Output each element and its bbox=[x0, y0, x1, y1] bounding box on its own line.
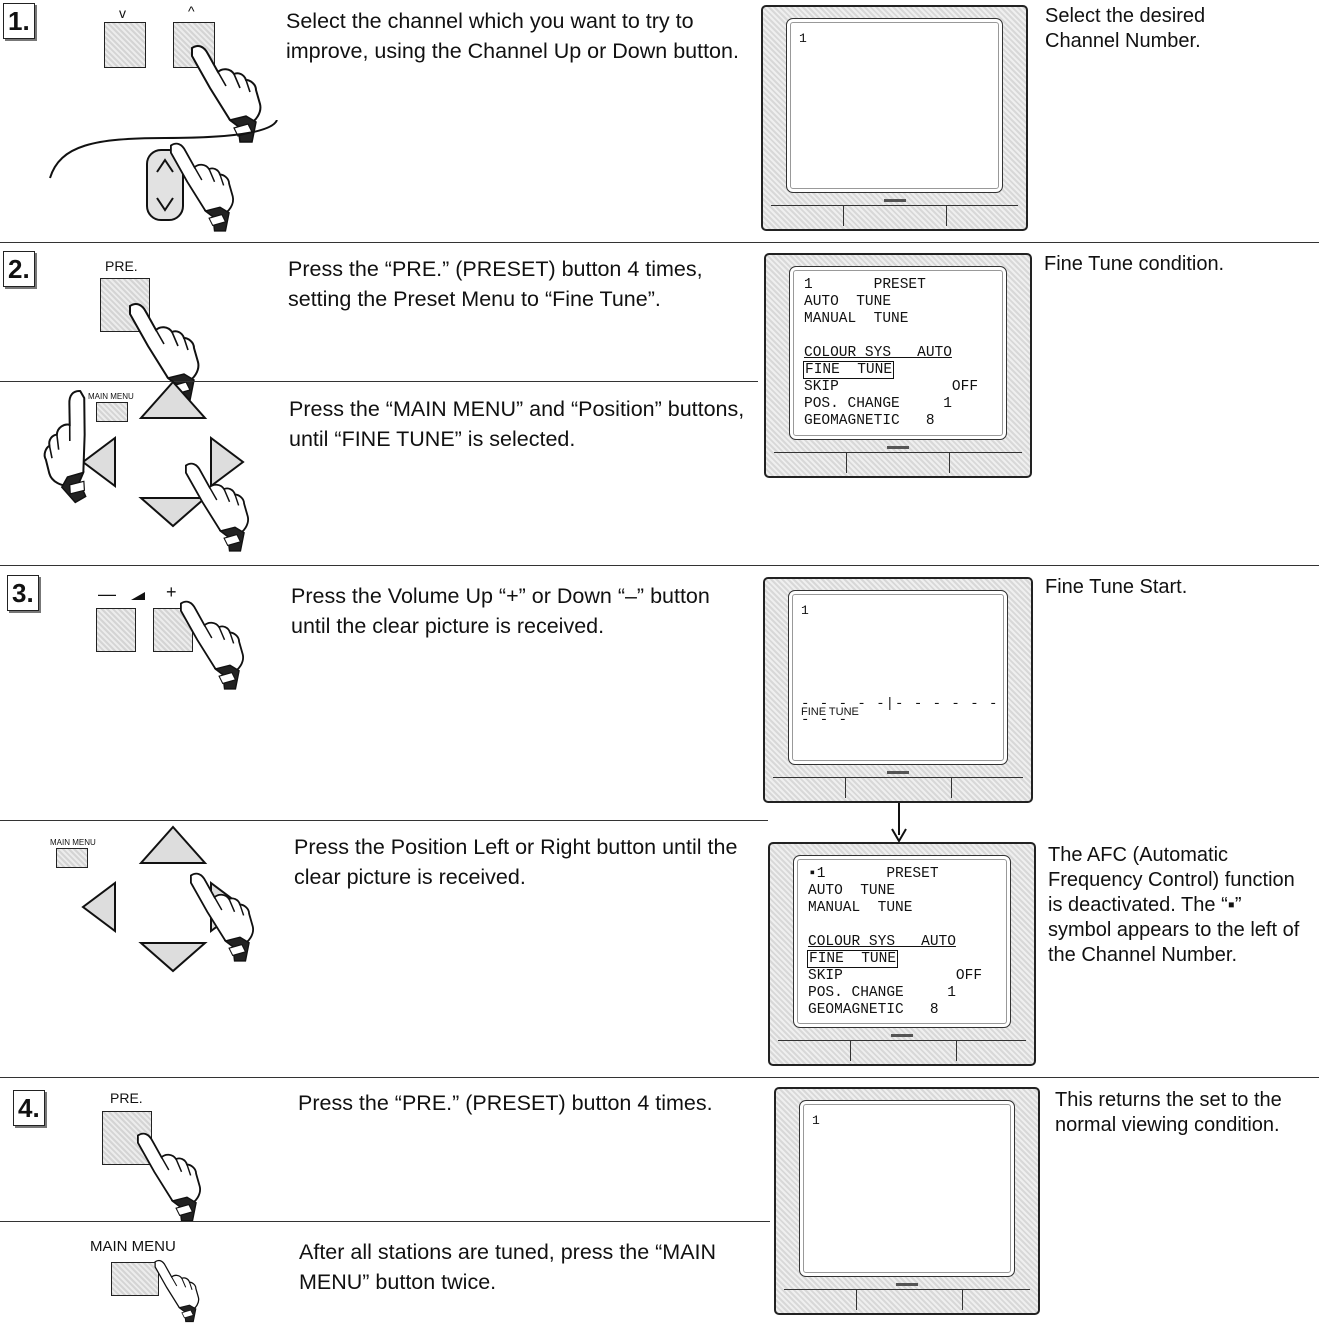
menu-line: AUTO TUNE bbox=[808, 883, 896, 899]
divider bbox=[0, 242, 1319, 243]
step-4-note: This returns the set to the normal viewi… bbox=[1055, 1089, 1282, 1136]
position-buttons[interactable] bbox=[55, 380, 255, 530]
step-1-instruction: Select the channel which you want to try… bbox=[286, 9, 739, 63]
menu-line: SKIP OFF bbox=[804, 379, 979, 395]
divider bbox=[0, 1221, 770, 1222]
main-menu-label: MAIN MENU bbox=[50, 838, 96, 847]
channel-down-button[interactable] bbox=[104, 22, 146, 68]
menu-line: MANUAL TUNE bbox=[808, 900, 913, 916]
menu-line: POS. CHANGE 1 bbox=[808, 985, 956, 1001]
fine-tune-label: FINE TUNE bbox=[801, 706, 859, 718]
menu-line: 1 PRESET bbox=[804, 277, 926, 293]
menu-line: GEOMAGNETIC 8 bbox=[804, 413, 935, 429]
fine-tune-bar: - - - - -|- - - - - - - - - bbox=[801, 696, 999, 728]
pointing-hand-icon bbox=[136, 1132, 201, 1222]
step-1-note: Select the desired Channel Number. bbox=[1045, 5, 1206, 52]
menu-line: COLOUR SYS AUTO bbox=[808, 934, 956, 950]
main-menu-button[interactable] bbox=[56, 848, 88, 868]
menu-item-fine-tune: FINE TUNE bbox=[806, 950, 899, 968]
channel-up-label: ^ bbox=[188, 3, 195, 19]
menu-line: ▪1 PRESET bbox=[808, 866, 939, 882]
arrow-down-icon bbox=[891, 803, 907, 843]
channel-number: 1 bbox=[799, 31, 807, 46]
menu-line: AUTO TUNE bbox=[804, 294, 892, 310]
divider bbox=[0, 1077, 1319, 1078]
step-2-sub-instruction: Press the “MAIN MENU” and “Position” but… bbox=[289, 397, 745, 451]
main-menu-button[interactable] bbox=[111, 1262, 159, 1296]
menu-line: SKIP OFF bbox=[808, 968, 983, 984]
divider bbox=[0, 820, 768, 821]
pointing-hand-icon bbox=[184, 462, 249, 552]
pointing-hand-icon bbox=[179, 600, 244, 690]
menu-line: MANUAL TUNE bbox=[804, 311, 909, 327]
preset-menu: 1 PRESET AUTO TUNE MANUAL TUNE COLOUR SY… bbox=[802, 277, 979, 430]
step-1-number: 1. bbox=[3, 3, 35, 39]
step-2-instruction: Press the “PRE.” (PRESET) button 4 times… bbox=[288, 257, 703, 311]
preset-menu: ▪1 PRESET AUTO TUNE MANUAL TUNE COLOUR S… bbox=[806, 866, 983, 1019]
step-4-number: 4. bbox=[13, 1090, 45, 1126]
channel-down-label: v bbox=[119, 5, 126, 21]
pointing-hand-icon bbox=[169, 142, 234, 232]
menu-line: COLOUR SYS AUTO bbox=[804, 345, 952, 361]
step-4-instruction: Press the “PRE.” (PRESET) button 4 times… bbox=[298, 1091, 713, 1115]
tv-screen-step-1: 1 bbox=[761, 5, 1028, 231]
step-2-note: Fine Tune condition. bbox=[1044, 253, 1225, 275]
menu-line: POS. CHANGE 1 bbox=[804, 396, 952, 412]
channel-rocker-button[interactable] bbox=[145, 148, 185, 222]
step-3-sub-instruction: Press the Position Left or Right button … bbox=[294, 835, 738, 889]
volume-icon bbox=[131, 592, 145, 600]
divider bbox=[0, 565, 1319, 566]
tv-screen-step-4: 1 bbox=[774, 1087, 1040, 1315]
step-3-instruction: Press the Volume Up “+” or Down “–” butt… bbox=[291, 584, 710, 638]
channel-number: 1 bbox=[812, 1113, 820, 1128]
divider bbox=[0, 381, 758, 382]
main-menu-label: MAIN MENU bbox=[90, 1238, 176, 1255]
volume-plus-label: + bbox=[166, 582, 177, 602]
step-4-sub-instruction: After all stations are tuned, press the … bbox=[299, 1240, 717, 1294]
pointing-hand-icon bbox=[189, 872, 254, 962]
tv-screen-step-2: 1 PRESET AUTO TUNE MANUAL TUNE COLOUR SY… bbox=[764, 253, 1032, 478]
volume-down-button[interactable] bbox=[96, 608, 136, 652]
step-2-number: 2. bbox=[3, 251, 35, 287]
menu-item-fine-tune: FINE TUNE bbox=[802, 361, 895, 379]
preset-button-label: PRE. bbox=[105, 258, 138, 274]
main-menu-label: MAIN MENU bbox=[88, 392, 134, 401]
preset-button-label: PRE. bbox=[110, 1090, 143, 1106]
step-3-note: Fine Tune Start. bbox=[1045, 576, 1188, 598]
main-menu-button[interactable] bbox=[96, 402, 128, 422]
channel-number: 1 bbox=[801, 603, 809, 618]
tv-screen-step-3-menu: ▪1 PRESET AUTO TUNE MANUAL TUNE COLOUR S… bbox=[768, 842, 1036, 1066]
tv-screen-step-3: 1 FINE TUNE - - - - -|- - - - - - - - - bbox=[763, 577, 1033, 803]
menu-line: GEOMAGNETIC 8 bbox=[808, 1002, 939, 1018]
volume-minus-label: — bbox=[98, 584, 116, 604]
step-3-sub-note: The AFC (Automatic Frequency Control) fu… bbox=[1048, 844, 1300, 966]
pointing-hand-icon bbox=[154, 1259, 200, 1323]
step-3-number: 3. bbox=[7, 575, 39, 611]
divider-curve bbox=[49, 120, 278, 179]
